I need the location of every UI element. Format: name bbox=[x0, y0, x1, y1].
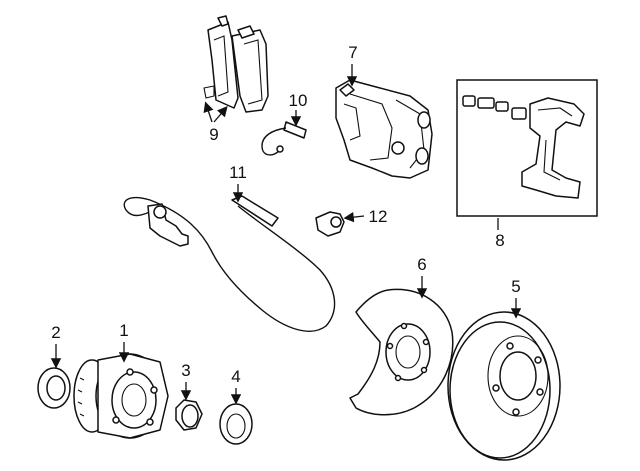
callout-7: 7 bbox=[348, 43, 357, 62]
callout-5: 5 bbox=[511, 277, 520, 296]
guide-bolts bbox=[462, 95, 527, 120]
leader-lines bbox=[50, 64, 522, 405]
splash-shield-part bbox=[349, 288, 454, 416]
callout-11: 11 bbox=[229, 163, 247, 182]
clip-part bbox=[315, 211, 345, 237]
callout-4: 4 bbox=[231, 367, 240, 386]
caliper-part bbox=[335, 79, 433, 179]
callout-8: 8 bbox=[495, 231, 504, 250]
callout-10: 10 bbox=[289, 91, 308, 110]
callout-3: 3 bbox=[181, 361, 190, 380]
axle-nut-part bbox=[175, 399, 203, 431]
brake-rotor-part bbox=[447, 311, 561, 461]
wear-sensor-part bbox=[261, 121, 307, 156]
wheel-hub-part bbox=[73, 353, 169, 439]
callout-9: 9 bbox=[209, 125, 218, 144]
dust-cap-part bbox=[219, 403, 253, 445]
callout-6: 6 bbox=[417, 255, 426, 274]
callout-2: 2 bbox=[51, 323, 60, 342]
caliper-carrier-kit-part bbox=[456, 79, 598, 217]
callout-12: 12 bbox=[369, 207, 388, 226]
abs-sensor-cable-part bbox=[123, 195, 336, 332]
callout-1: 1 bbox=[119, 321, 128, 340]
brake-pads-part bbox=[203, 15, 269, 113]
callout-labels: 1 2 3 4 5 6 7 8 9 10 11 12 bbox=[51, 43, 520, 386]
hub-seal-part bbox=[37, 367, 71, 409]
